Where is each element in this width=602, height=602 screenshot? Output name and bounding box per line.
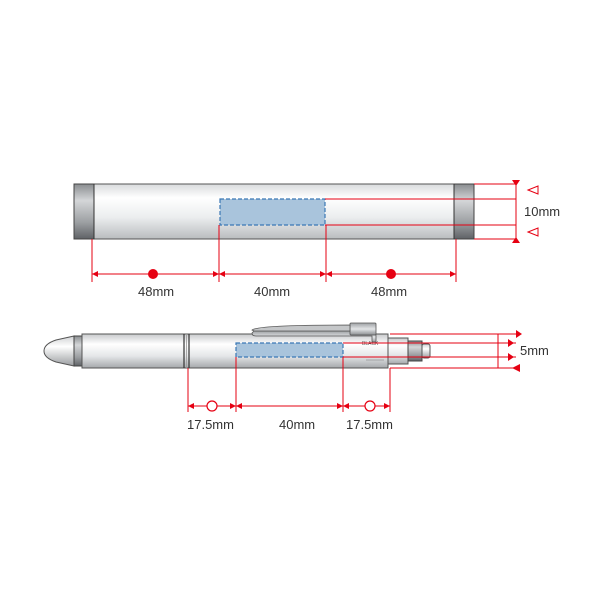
center-marker-left-hollow (206, 400, 218, 412)
dim-left-top: 48mm (138, 284, 174, 299)
dim-height-side: 5mm (520, 343, 549, 358)
body-label: BLACK (362, 341, 379, 347)
dim-right-top: 48mm (371, 284, 407, 299)
top-view: 10mm 48mm 40mm 48mm (73, 180, 560, 299)
dim-center-side: 40mm (279, 417, 315, 432)
print-area-top (219, 198, 326, 226)
marker-outline-icon (526, 185, 539, 195)
dim-center-top: 40mm (254, 284, 290, 299)
pen-tip (43, 335, 75, 367)
dim-left-side: 17.5mm (187, 417, 234, 432)
center-marker-right-hollow (364, 400, 376, 412)
dim-right-side: 17.5mm (346, 417, 393, 432)
barrel-right-cap (453, 183, 475, 240)
dim-height-top: 10mm (524, 204, 560, 219)
arrow-down-icon (512, 180, 520, 186)
marker-outline-icon (526, 227, 539, 237)
center-marker-right (386, 269, 396, 279)
barrel-left-cap (73, 183, 95, 240)
side-view: BLACK 5mm 17.5mm 40mm 17.5mm (43, 322, 549, 432)
arrow-up-icon (512, 237, 520, 243)
arrow-right-icon (508, 339, 514, 347)
arrow-right-icon (508, 353, 514, 361)
print-area-side (235, 342, 344, 358)
arrow-left-icon (516, 330, 522, 338)
arrow-left-icon (512, 364, 520, 372)
center-marker-left (148, 269, 158, 279)
